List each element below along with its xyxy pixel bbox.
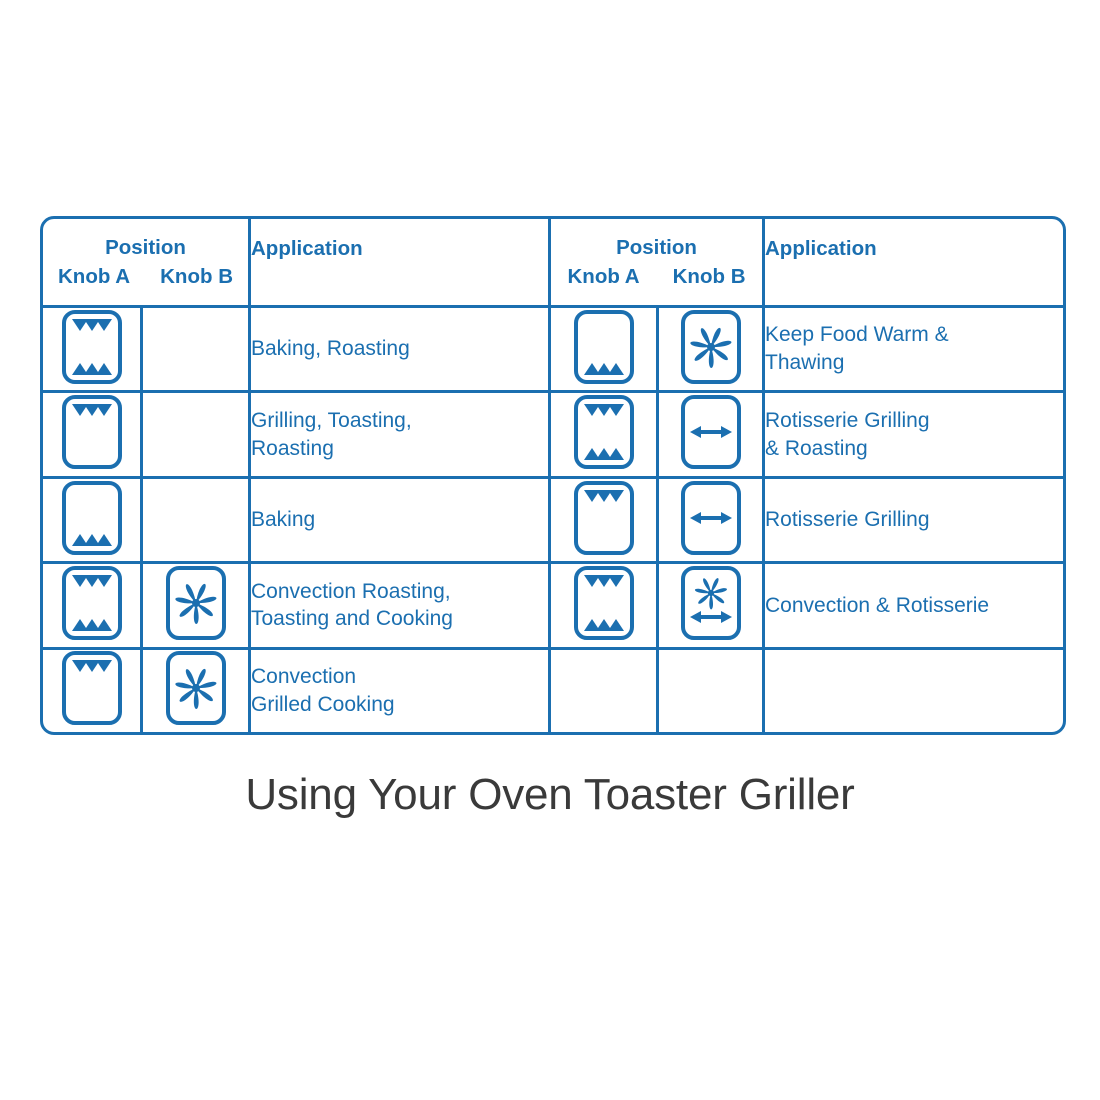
cell-right-application-4: Convection & Rotisserie <box>765 564 1063 650</box>
cell-right-knob-b-2 <box>659 393 765 479</box>
header-application-right: Application <box>765 219 1063 308</box>
rotisserie-arrow-icon <box>680 480 742 561</box>
cell-left-knob-a-2 <box>43 393 143 479</box>
cell-left-knob-b-2 <box>143 393 251 479</box>
header-application-left: Application <box>251 219 551 308</box>
cell-left-knob-a-3 <box>43 478 143 565</box>
application-line-2: Toasting and Cooking <box>251 607 453 631</box>
cell-right-knob-b-1 <box>659 308 765 394</box>
cell-right-knob-a-1 <box>551 308 659 394</box>
cell-left-application-2: Grilling, Toasting, Roasting <box>251 393 551 479</box>
cell-right-knob-b-3 <box>659 478 765 565</box>
oven-top-heat-icon <box>61 650 123 731</box>
application-line-2: Roasting <box>251 436 334 460</box>
header-knob-b-right: Knob B <box>672 264 746 288</box>
header-position-left: Position Knob A Knob B <box>43 219 251 308</box>
cell-left-application-5: Convection Grilled Cooking <box>251 649 551 732</box>
cell-right-knob-a-3 <box>551 478 659 565</box>
table-header: Position Knob A Knob B Application Posit… <box>43 219 1063 308</box>
cell-left-application-1: Baking, Roasting <box>251 308 551 394</box>
oven-top-and-bottom-heat-icon <box>61 565 123 646</box>
application-line-1: Rotisserie Grilling <box>765 508 930 532</box>
header-position-right-title: Position <box>616 236 697 260</box>
oven-top-and-bottom-heat-icon <box>573 394 635 475</box>
application-line-1: Baking, Roasting <box>251 337 410 361</box>
header-application-left-label: Application <box>251 237 363 260</box>
header-knob-a-left: Knob A <box>58 264 131 288</box>
application-line-1: Convection & Rotisserie <box>765 593 990 617</box>
cell-left-knob-a-4 <box>43 564 143 650</box>
oven-top-and-bottom-heat-icon <box>573 565 635 646</box>
header-knob-a-right: Knob A <box>567 264 640 288</box>
application-line-1: Rotisserie Grilling <box>765 408 930 432</box>
convection-fan-icon <box>165 565 227 646</box>
oven-top-heat-icon <box>61 394 123 475</box>
cell-left-knob-b-5 <box>143 649 251 732</box>
cell-right-knob-b-4 <box>659 564 765 650</box>
cell-left-application-3: Baking <box>251 478 551 565</box>
application-line-1: Convection Roasting, <box>251 579 451 603</box>
table-row: Convection Grilled Cooking <box>43 649 1063 732</box>
rotisserie-arrow-icon <box>680 394 742 475</box>
oven-bottom-heat-icon <box>573 309 635 390</box>
cell-right-application-1: Keep Food Warm & Thawing <box>765 308 1063 394</box>
cell-right-knob-a-5 <box>551 649 659 732</box>
header-row: Position Knob A Knob B Application Posit… <box>43 219 1063 308</box>
oven-modes-table-wrapper: Position Knob A Knob B Application Posit… <box>40 216 1066 735</box>
table-row: Convection Roasting, Toasting and Cookin… <box>43 564 1063 650</box>
application-line-2: Thawing <box>765 351 845 375</box>
application-line-1: Convection <box>251 665 357 689</box>
application-line-1: Keep Food Warm & <box>765 323 949 347</box>
cell-left-knob-b-4 <box>143 564 251 650</box>
application-line-1: Baking <box>251 508 316 532</box>
convection-fan-icon <box>680 309 742 390</box>
application-line-2: & Roasting <box>765 436 868 460</box>
header-position-left-title: Position <box>105 236 186 260</box>
convection-fan-icon <box>165 650 227 731</box>
cell-right-application-3: Rotisserie Grilling <box>765 479 1063 565</box>
oven-top-heat-icon <box>573 480 635 561</box>
cell-right-application-2: Rotisserie Grilling & Roasting <box>765 393 1063 479</box>
application-line-1: Grilling, Toasting, <box>251 408 412 432</box>
header-knob-b-left: Knob B <box>160 264 233 288</box>
cell-left-knob-a-5 <box>43 649 143 732</box>
cell-left-application-4: Convection Roasting, Toasting and Cookin… <box>251 564 551 650</box>
table-row: Baking, Roasting Keep Food Warm & Thawin… <box>43 308 1063 394</box>
table-row: Baking Rotisserie Grilling <box>43 478 1063 565</box>
convection-rotisserie-icon <box>680 565 742 646</box>
cell-right-application-5 <box>765 650 1063 732</box>
header-application-right-label: Application <box>765 237 877 260</box>
oven-modes-table: Position Knob A Knob B Application Posit… <box>40 216 1066 735</box>
oven-bottom-heat-icon <box>61 480 123 561</box>
cell-left-knob-b-1 <box>143 308 251 394</box>
header-position-right: Position Knob A Knob B <box>551 219 765 308</box>
cell-right-knob-b-5 <box>659 649 765 732</box>
cell-left-knob-b-3 <box>143 478 251 565</box>
table-row: Grilling, Toasting, Roasting Rotisserie … <box>43 393 1063 479</box>
cell-right-knob-a-4 <box>551 564 659 650</box>
table-body: Baking, Roasting Keep Food Warm & Thawin… <box>43 308 1063 732</box>
application-line-2: Grilled Cooking <box>251 692 395 716</box>
cell-left-knob-a-1 <box>43 308 143 394</box>
oven-top-and-bottom-heat-icon <box>61 309 123 390</box>
page-caption: Using Your Oven Toaster Griller <box>245 770 855 819</box>
cell-right-knob-a-2 <box>551 393 659 479</box>
